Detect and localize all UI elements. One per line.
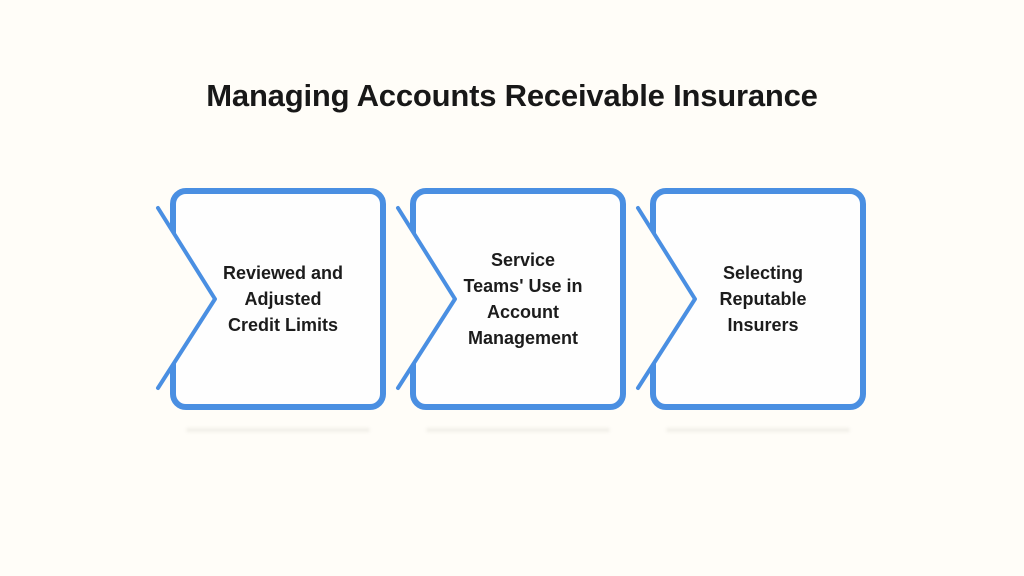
step-label: Service Teams' Use in Account Management xyxy=(463,250,583,348)
steps-row: Reviewed and Adjusted Credit Limits Serv… xyxy=(156,188,866,410)
step-card-insurers: Selecting Reputable Insurers xyxy=(636,188,866,410)
step-card-credit-limits: Reviewed and Adjusted Credit Limits xyxy=(156,188,386,410)
step-card-service-teams: Service Teams' Use in Account Management xyxy=(396,188,626,410)
step-label: Selecting Reputable Insurers xyxy=(719,263,807,335)
step-label: Reviewed and Adjusted Credit Limits xyxy=(222,263,344,335)
page-title: Managing Accounts Receivable Insurance xyxy=(206,78,818,113)
